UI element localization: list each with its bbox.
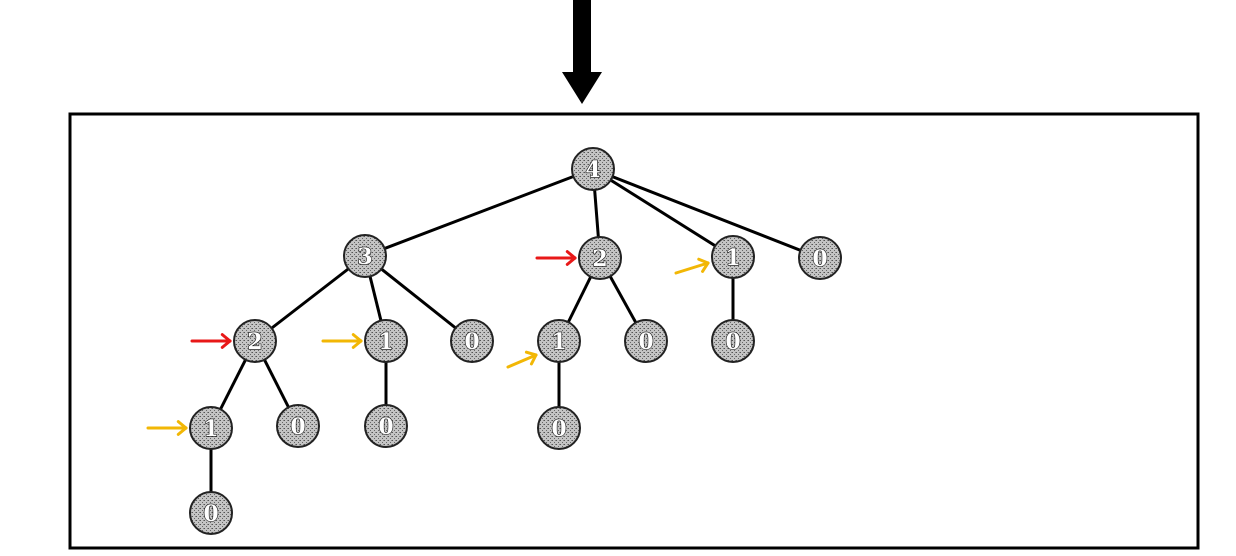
down-arrow-icon [562, 0, 602, 104]
tree-edge [254, 254, 366, 343]
node-circle [711, 319, 755, 363]
marker-arrow-icon [506, 350, 538, 369]
node-label: 1 [378, 329, 393, 355]
marker-arrow-icon [535, 250, 577, 266]
tree-node: 1 [711, 235, 755, 279]
tree-node: 0 [364, 404, 408, 448]
node-label: 3 [357, 244, 372, 270]
tree-node: 0 [624, 319, 668, 363]
marker-arrow-icon [146, 420, 188, 436]
node-circle [578, 236, 622, 280]
node-label: 0 [638, 329, 653, 355]
node-label: 1 [725, 245, 740, 271]
node-label: 0 [378, 414, 393, 440]
node-label: 0 [203, 501, 218, 527]
marker-arrow-icon [674, 257, 710, 275]
node-circle [450, 319, 494, 363]
tree-node: 4 [571, 147, 615, 191]
node-label: 2 [247, 329, 262, 355]
tree-node: 0 [450, 319, 494, 363]
node-label: 0 [551, 416, 566, 442]
tree-node: 0 [276, 404, 320, 448]
node-circle [189, 406, 233, 450]
tree-markers [146, 250, 710, 436]
node-label: 0 [725, 329, 740, 355]
node-circle [711, 235, 755, 279]
node-circle [233, 319, 277, 363]
tree-node: 2 [578, 236, 622, 280]
tree-node: 0 [798, 236, 842, 280]
tree-edge [364, 254, 473, 343]
tree-node: 3 [343, 234, 387, 278]
node-label: 0 [812, 246, 827, 272]
node-circle [364, 319, 408, 363]
node-circle [276, 404, 320, 448]
tree-edge [364, 167, 594, 258]
tree-node: 0 [711, 319, 755, 363]
node-label: 1 [203, 416, 218, 442]
tree-node: 0 [537, 406, 581, 450]
tree-nodes: 4 3 2 1 0 2 1 0 1 0 0 1 0 0 0 0 [189, 147, 842, 535]
tree-edge [592, 167, 821, 260]
node-label: 0 [290, 414, 305, 440]
node-circle [537, 406, 581, 450]
marker-arrow-icon [321, 333, 363, 349]
node-label: 0 [464, 329, 479, 355]
node-label: 4 [585, 157, 600, 183]
marker-arrow-icon [190, 333, 232, 349]
node-circle [624, 319, 668, 363]
node-circle [537, 319, 581, 363]
tree-node: 1 [364, 319, 408, 363]
tree-edge [592, 167, 734, 259]
node-label: 1 [551, 329, 566, 355]
node-circle [189, 491, 233, 535]
node-label: 2 [592, 246, 607, 272]
node-circle [364, 404, 408, 448]
tree-node: 1 [537, 319, 581, 363]
diagram-frame [68, 112, 1200, 550]
tree-node: 0 [189, 491, 233, 535]
tree-node: 1 [189, 406, 233, 450]
node-circle [343, 234, 387, 278]
node-circle [798, 236, 842, 280]
tree-node: 2 [233, 319, 277, 363]
node-circle [571, 147, 615, 191]
